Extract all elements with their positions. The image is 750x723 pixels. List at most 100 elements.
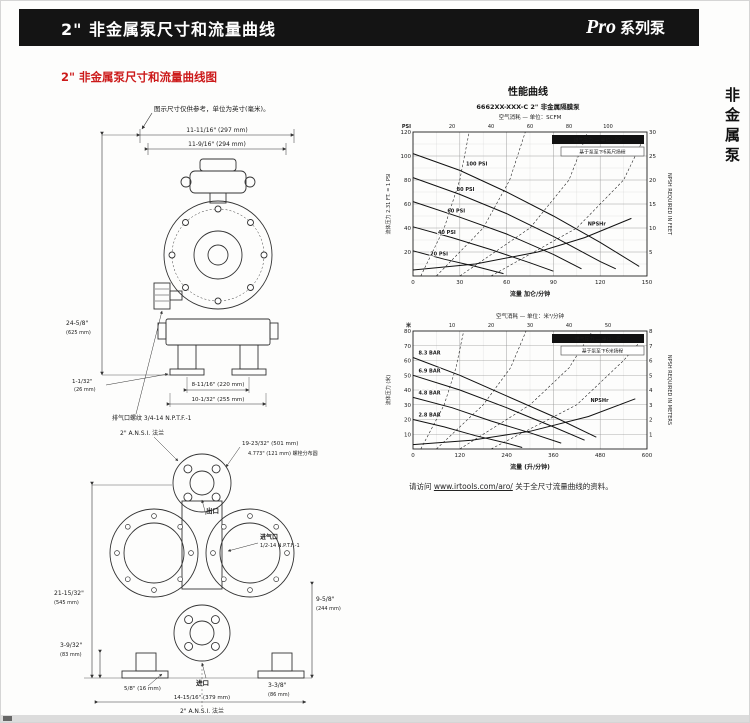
dim-total-height-mm: (545 mm) [54,600,79,606]
inlet-label: 进口 [196,678,209,687]
footnote-suffix: 关于全尺寸流量曲线的资料。 [512,482,613,491]
svg-text:流量 (升/分钟): 流量 (升/分钟) [510,463,550,471]
dim-foot-width: 3-3/8" [268,682,287,689]
dim-height-mm: (625 mm) [66,330,91,336]
footnote-url[interactable]: www.irtools.com/aro/ [433,482,513,491]
svg-text:流体压力 (米): 流体压力 (米) [385,375,392,406]
svg-text:80: 80 [404,329,411,335]
svg-text:80: 80 [566,124,572,130]
svg-text:100: 100 [603,124,613,130]
svg-text:20 PSI: 20 PSI [430,252,448,258]
side-bolt-rings [114,513,290,593]
svg-text:进气压力 — 单位：巴: 进气压力 — 单位：巴 [575,336,621,343]
svg-text:60 PSI: 60 PSI [447,208,465,214]
dim-base-height: 3-9/32" [60,642,82,649]
svg-text:空气消耗 — 单位：SCFM: 空气消耗 — 单位：SCFM [499,113,562,121]
svg-text:30: 30 [649,130,656,136]
svg-text:600: 600 [642,453,653,459]
svg-text:20: 20 [404,250,411,256]
svg-text:100: 100 [401,154,412,160]
svg-text:基于泵至下6米扬程: 基于泵至下6米扬程 [582,348,624,355]
pump-dimension-drawings: 图示尺寸仅供参考，单位为英寸(毫米)。 [54,104,341,715]
svg-text:20: 20 [649,178,656,184]
svg-text:流量 加仑/分钟: 流量 加仑/分钟 [510,290,550,298]
svg-text:240: 240 [501,453,512,459]
svg-text:PSI: PSI [402,124,411,130]
dim-leg-span: 8-11/16" (220 mm) [192,382,245,388]
svg-text:8: 8 [649,329,653,335]
charts-heading: 性能曲线 [508,87,548,98]
header-bar: 2" 非金属泵尺寸和流量曲线 Pro 系列泵 [19,9,699,46]
svg-text:6.9 BAR: 6.9 BAR [418,368,440,374]
svg-text:30: 30 [456,280,463,286]
svg-text:4: 4 [649,388,653,394]
dim-right-height-mm: (244 mm) [316,606,341,612]
svg-text:2.8 BAR: 2.8 BAR [418,413,440,419]
page-corner-mark [3,716,12,721]
exhaust-port-label: 排气口螺纹 3/4-14 N.P.T.F.-1 [112,414,192,422]
svg-text:120: 120 [455,453,466,459]
svg-text:40: 40 [488,124,494,130]
pump-front-view-art [100,129,295,415]
svg-text:80: 80 [404,178,411,184]
svg-text:100 PSI: 100 PSI [466,162,487,168]
svg-text:10: 10 [404,432,411,438]
dim-foot-offset: 1-1/32" [72,379,92,385]
svg-text:90: 90 [550,280,557,286]
svg-text:4.8 BAR: 4.8 BAR [418,390,440,396]
svg-text:30: 30 [404,403,411,409]
svg-text:NPSH REQUIRED IN METERS: NPSH REQUIRED IN METERS [666,355,672,425]
svg-text:10: 10 [449,323,455,329]
dim-flange-height: 19-23/32" (501 mm) [242,441,298,447]
dim-foot-offset-mm: (26 mm) [74,387,96,393]
dim-width-inner: 11-9/16" (294 mm) [188,141,246,148]
page-title: 2" 非金属泵尺寸和流量曲线 [61,19,277,39]
flange-top-label: 2" A.N.S.I. 法兰 [120,429,164,437]
svg-text:NPSHr: NPSHr [590,398,609,404]
side-tab-nonmetallic: 非金属泵 [723,87,741,167]
svg-text:60: 60 [404,202,411,208]
svg-text:基于泵至下6英尺扬程: 基于泵至下6英尺扬程 [579,149,625,156]
air-inlet-thread: 1/2-14 N.P.T.F.-1 [260,543,300,549]
svg-text:120: 120 [401,130,412,136]
svg-text:NPSHr: NPSHr [588,222,607,228]
front-bolt-ring [168,205,268,305]
svg-text:20: 20 [449,124,455,130]
svg-text:0: 0 [411,453,415,459]
footnote-prefix: 请访问 [409,482,434,491]
svg-text:流体压力 2.31 FT. = 1 PSI: 流体压力 2.31 FT. = 1 PSI [385,174,392,235]
svg-text:0: 0 [411,280,415,286]
pump-side-view-art [84,436,314,707]
svg-text:NPSH REQUIRED IN FEET: NPSH REQUIRED IN FEET [666,173,672,236]
dim-base-span: 10-1/32" (255 mm) [192,397,245,403]
svg-text:70: 70 [404,344,411,350]
air-inlet-label: 进气口 [260,533,278,541]
svg-text:120: 120 [595,280,606,286]
drawing-note: 图示尺寸仅供参考，单位为英寸(毫米)。 [154,104,270,113]
svg-text:8.3 BAR: 8.3 BAR [418,351,440,357]
svg-text:空气消耗 — 单位：米³/分钟: 空气消耗 — 单位：米³/分钟 [496,312,565,320]
footnote: 请访问 www.irtools.com/aro/ 关于全尺寸流量曲线的资料。 [409,481,683,492]
bolt-circle-label: 4.773" (121 mm) 螺栓分布圆 [248,450,318,457]
svg-text:3: 3 [649,403,653,409]
dim-base-height-mm: (83 mm) [60,652,82,658]
svg-text:60: 60 [404,359,411,365]
dim-foot-width-mm: (86 mm) [268,692,290,698]
flange-bottom-label: 2" A.N.S.I. 法兰 [180,707,224,715]
svg-text:50: 50 [404,373,411,379]
svg-text:5: 5 [649,250,653,256]
svg-text:6662XX-XXX-C 2" 非金属隔膜泵: 6662XX-XXX-C 2" 非金属隔膜泵 [476,102,580,111]
brand: Pro 系列泵 [586,16,665,39]
svg-text:10: 10 [649,226,656,232]
dim-right-height: 9-5/8" [316,596,335,603]
svg-text:15: 15 [649,202,656,208]
outlet-label: 出口 [206,506,219,515]
dim-base-width: 14-15/16" (379 mm) [174,695,230,701]
svg-text:40: 40 [566,323,572,329]
brand-suffix: 系列泵 [619,19,665,37]
svg-text:30: 30 [527,323,533,329]
